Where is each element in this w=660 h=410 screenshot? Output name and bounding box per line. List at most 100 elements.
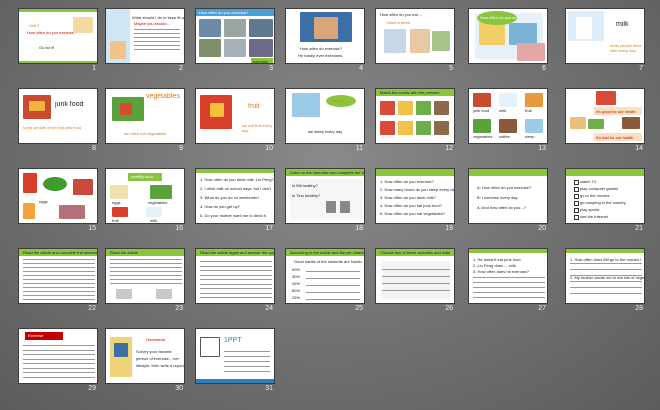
slide-picture <box>73 179 93 195</box>
slide-thumbnail-17[interactable]: 1. How often do you drink milk, Liu Peng… <box>195 168 275 236</box>
slide-preview[interactable]: What should I do to keep fit at home?May… <box>105 8 185 64</box>
slide-title: How often do you exercise? <box>199 10 249 15</box>
slide-preview[interactable]: Read the article <box>105 248 185 304</box>
slide-rule <box>382 283 450 284</box>
slide-preview[interactable]: milk most people drink milk every day <box>565 8 645 64</box>
slide-rule <box>473 292 545 293</box>
photo <box>292 93 320 117</box>
slide-thumbnail-19[interactable]: 1. How often do you exercise?2. How many… <box>375 168 455 236</box>
slide-preview[interactable]: How often do you exercise?exercise <box>195 8 275 64</box>
slide-thumbnail-28[interactable]: 1. How often does Bill go to the movies?… <box>565 248 645 316</box>
slide-rule <box>200 261 272 262</box>
slide-thumbnail-27[interactable]: 1. He doesn't eat junk food.2. Liu Peng … <box>468 248 548 316</box>
slide-picture <box>473 93 491 107</box>
slide-preview[interactable]: 1. How often do you drink milk, Liu Peng… <box>195 168 275 224</box>
slide-bar <box>376 169 454 176</box>
slide-picture <box>398 121 413 135</box>
slide-preview[interactable]: eggs <box>18 168 98 224</box>
slide-thumbnail-6[interactable]: How often do you exercise?6 <box>468 8 548 76</box>
slide-thumbnail-4[interactable]: How often do exercise?He hardly ever exe… <box>285 8 365 76</box>
slide-thumbnail-25[interactable]: According to the article and the pie cha… <box>285 248 365 316</box>
slide-preview[interactable]: Listen to the interview and complete the… <box>285 168 365 224</box>
slide-rule <box>224 356 270 357</box>
slide-rule <box>306 278 360 279</box>
slide-line: 2. My mother wants me to eat lots of veg… <box>570 275 644 280</box>
slide-preview[interactable]: A: How often do you exercise?B: I exerci… <box>468 168 548 224</box>
slide-preview[interactable]: 1. How often do you exercise?2. How many… <box>375 168 455 224</box>
slide-preview[interactable]: According to the article and the pie cha… <box>285 248 365 304</box>
slide-rule <box>570 293 642 294</box>
slide-thumbnail-22[interactable]: Read the article and complete the senten… <box>18 248 98 316</box>
slide-preview[interactable]: Read the article and complete the senten… <box>18 248 98 304</box>
slide-preview[interactable]: 1. How often does Bill go to the movies?… <box>565 248 645 304</box>
slide-preview[interactable]: Choose two of these activities and write <box>375 248 455 304</box>
slide-picture <box>23 203 35 219</box>
slide-rule <box>110 283 182 284</box>
slide-thumbnail-2[interactable]: What should I do to keep fit at home?May… <box>105 8 185 76</box>
slide-preview[interactable]: Exercise <box>18 328 98 384</box>
slide-thumbnail-18[interactable]: Listen to the interview and complete the… <box>285 168 365 236</box>
slide-line: 2. Liu Peng does ... milk. <box>473 263 517 268</box>
slide-number: 12 <box>445 145 453 152</box>
slide-rule <box>200 270 272 271</box>
slide-picture <box>116 289 132 299</box>
slide-preview[interactable]: How often do exercise?He hardly ever exe… <box>285 8 365 64</box>
slide-rule <box>23 345 95 346</box>
slide-thumbnail-20[interactable]: A: How often do you exercise?B: I exerci… <box>468 168 548 236</box>
slide-thumbnail-26[interactable]: Choose two of these activities and write… <box>375 248 455 316</box>
slide-thumbnail-24[interactable]: Read the article again and answer the qu… <box>195 248 275 316</box>
slide-preview[interactable]: How often do you exercise? <box>468 8 548 64</box>
slide-preview[interactable]: How often do you eat ...Twice a week <box>375 8 455 64</box>
slide-line: 1. How often do you drink milk, Liu Peng… <box>200 177 274 182</box>
slide-word: sleep <box>334 98 344 103</box>
slide-label: healthy food <box>131 174 153 179</box>
slide-number: 1 <box>92 65 96 72</box>
slide-picture <box>416 101 431 115</box>
slide-word: milk <box>616 21 629 28</box>
slide-bar <box>106 249 184 256</box>
food-label: vegetables <box>473 134 493 139</box>
slide-preview[interactable]: 1PPT <box>195 328 275 384</box>
slide-label: It's good for our health <box>596 109 636 114</box>
slide-bar <box>286 249 364 256</box>
slide-rule <box>200 283 272 285</box>
slide-preview[interactable]: Read the article again and answer the qu… <box>195 248 275 304</box>
slide-number: 8 <box>92 145 96 152</box>
slide-picture <box>517 43 545 61</box>
slide-rule <box>382 276 450 277</box>
slide-preview[interactable]: Match the words with the pictures <box>375 88 455 144</box>
slide-rule <box>570 281 642 282</box>
slide-preview[interactable]: 1. He doesn't eat junk food.2. Liu Peng … <box>468 248 548 304</box>
slide-caption: most people drink milk every day <box>610 43 642 53</box>
slide-number: 21 <box>635 225 643 232</box>
